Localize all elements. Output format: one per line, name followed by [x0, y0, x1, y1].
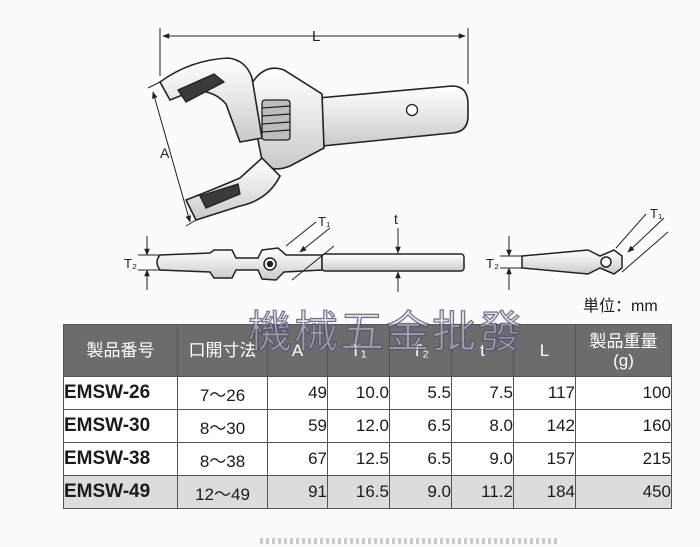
cell-t: 11.2	[451, 475, 514, 509]
cell-T2: 5.5	[389, 376, 452, 410]
wrench-top-view	[158, 57, 469, 221]
table-row: EMSW-30 8～30 59 12.0 6.5 8.0 142 160	[63, 409, 672, 443]
cell-L: 117	[513, 376, 576, 410]
wrench-side-view	[156, 247, 465, 281]
cell-A: 49	[267, 376, 328, 410]
header-L: L	[513, 324, 576, 377]
cell-T1: 16.5	[327, 475, 390, 509]
cell-weight: 215	[575, 442, 672, 476]
dimension-T1-front	[615, 213, 669, 273]
dimension-L-label: L	[312, 28, 320, 45]
cell-model: EMSW-49	[63, 475, 178, 509]
dimension-t-label: t	[394, 211, 398, 227]
cell-t: 8.0	[451, 409, 514, 443]
table-row: EMSW-26 7～26 49 10.0 5.5 7.5 117 100	[63, 376, 672, 410]
cell-T2: 6.5	[389, 409, 452, 443]
cell-T1: 12.5	[327, 442, 390, 476]
cell-T1: 12.0	[327, 409, 390, 443]
table-row: EMSW-38 8～38 67 12.5 6.5 9.0 157 215	[63, 442, 672, 476]
dimension-A	[147, 81, 197, 227]
header-A: A	[267, 324, 328, 377]
dimension-T2-front-label: T₂	[486, 256, 499, 271]
header-weight: 製品重量 (g)	[575, 324, 672, 377]
cell-opening: 8～38	[177, 442, 268, 476]
cell-A: 91	[267, 475, 328, 509]
cell-model: EMSW-38	[63, 442, 178, 476]
table-row: EMSW-49 12～49 91 16.5 9.0 11.2 184 450	[63, 475, 672, 509]
unit-label: 単位：mm	[583, 298, 658, 315]
dimension-A-label: A	[160, 145, 170, 161]
wrench-front-view	[521, 249, 623, 275]
dimension-T2-side-label: T₂	[124, 256, 137, 271]
dimension-T2-front	[500, 236, 522, 290]
cropped-footer-text	[260, 538, 560, 544]
cell-T2: 6.5	[389, 442, 452, 476]
dimension-T1-front-label: T₁	[650, 206, 663, 221]
table-header-row: 製品番号 口開寸法 A T₁ T₂ t L 製品重量 (g)	[63, 324, 672, 377]
header-t: t	[451, 324, 514, 377]
wrench-dimension-drawing: L A T₂ T₁ t T₂	[124, 28, 669, 292]
dimension-T2-side	[138, 236, 160, 290]
cell-weight: 160	[575, 409, 672, 443]
dimension-T1-side	[285, 221, 335, 281]
header-T2: T₂	[389, 324, 452, 377]
cell-model: EMSW-30	[63, 409, 178, 443]
cell-T2: 9.0	[389, 475, 452, 509]
spec-table: 製品番号 口開寸法 A T₁ T₂ t L 製品重量 (g) EMSW-26 7…	[63, 324, 672, 509]
dimension-T1-side-label: T₁	[318, 214, 331, 229]
header-model: 製品番号	[63, 324, 178, 377]
cell-L: 184	[513, 475, 576, 509]
cell-A: 67	[267, 442, 328, 476]
cell-opening: 12～49	[177, 475, 268, 509]
cell-weight: 450	[575, 475, 672, 509]
cell-t: 7.5	[451, 376, 514, 410]
cell-opening: 7～26	[177, 376, 268, 410]
dimension-L	[159, 28, 469, 84]
cell-L: 157	[513, 442, 576, 476]
cell-opening: 8～30	[177, 409, 268, 443]
header-T1: T₁	[327, 324, 390, 377]
cell-L: 142	[513, 409, 576, 443]
header-opening: 口開寸法	[177, 324, 268, 377]
cell-t: 9.0	[451, 442, 514, 476]
cell-weight: 100	[575, 376, 672, 410]
cell-model: EMSW-26	[63, 376, 178, 410]
cell-A: 59	[267, 409, 328, 443]
cell-T1: 10.0	[327, 376, 390, 410]
